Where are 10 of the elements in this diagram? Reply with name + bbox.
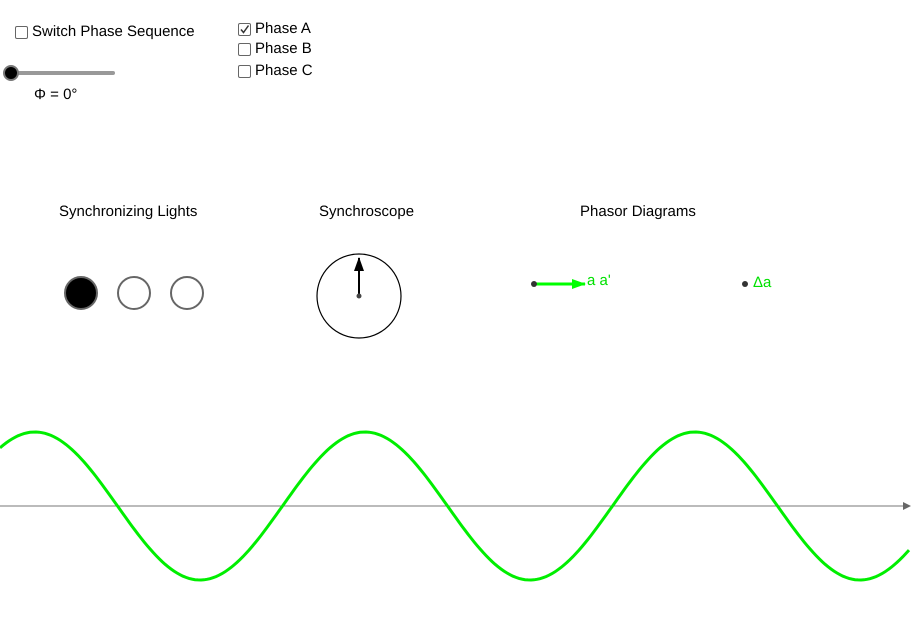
checkbox-label: Phase B	[255, 40, 312, 58]
section-heading: Synchroscope	[319, 203, 414, 221]
checkbox-label: Phase C	[255, 62, 313, 80]
slider-value: Φ = 0°	[34, 86, 78, 104]
section-heading: Synchronizing Lights	[59, 203, 198, 221]
section-heading: Phasor Diagrams	[580, 203, 696, 221]
phasor-label: a a'	[587, 272, 611, 290]
checkbox-label: Switch Phase Sequence	[32, 23, 195, 41]
checkbox-label: Phase A	[255, 20, 311, 38]
phasor-label: Δa	[753, 274, 772, 292]
